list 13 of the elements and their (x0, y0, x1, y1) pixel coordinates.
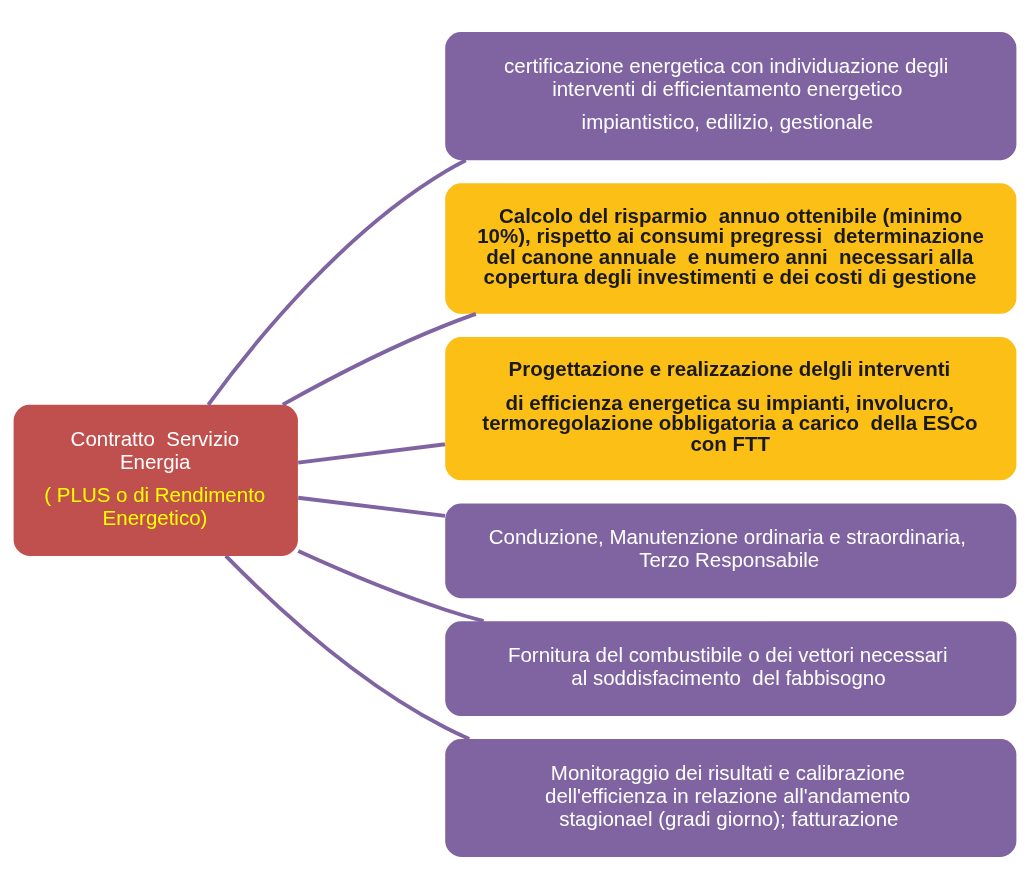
node-box: Fornitura del combustibile o dei vettori necessari al soddisfacimento del fabbisogno (445, 621, 1017, 716)
node-box: Calcolo del risparmio annuo ottenibile (minimo 10%), rispetto ai consumi pregressi determinazione del canone annuale e numero anni necessari alla copertura degli investimenti e dei costi di gestione (445, 183, 1017, 314)
node-box: Monitoraggio dei risultati e calibrazione dell'efficienza in relazione all'andamento stagionael (gradi giorno); fatturazione (445, 739, 1017, 857)
connector (297, 495, 446, 518)
node-box: Progettazione e realizzazione delgli interventi di efficienza energetica su impianti, involucro, termoregolazione obbligatoria a carico della ESCo con FTT (445, 336, 1017, 481)
connector (206, 158, 467, 406)
node-box: certificazione energetica con individuazione degli interventi di efficientamento energetico impiantistico, edilizio, gestionale (445, 32, 1017, 161)
connector (297, 549, 485, 624)
node-box: Contratto Servizio Energia ( PLUS o di Rendimento Energetico) (13, 404, 298, 556)
connector (281, 312, 477, 407)
connector (297, 442, 446, 465)
node-box: Conduzione, Manutenzione ordinaria e straordinaria, Terzo Responsabile (445, 503, 1017, 599)
connector (224, 554, 470, 741)
